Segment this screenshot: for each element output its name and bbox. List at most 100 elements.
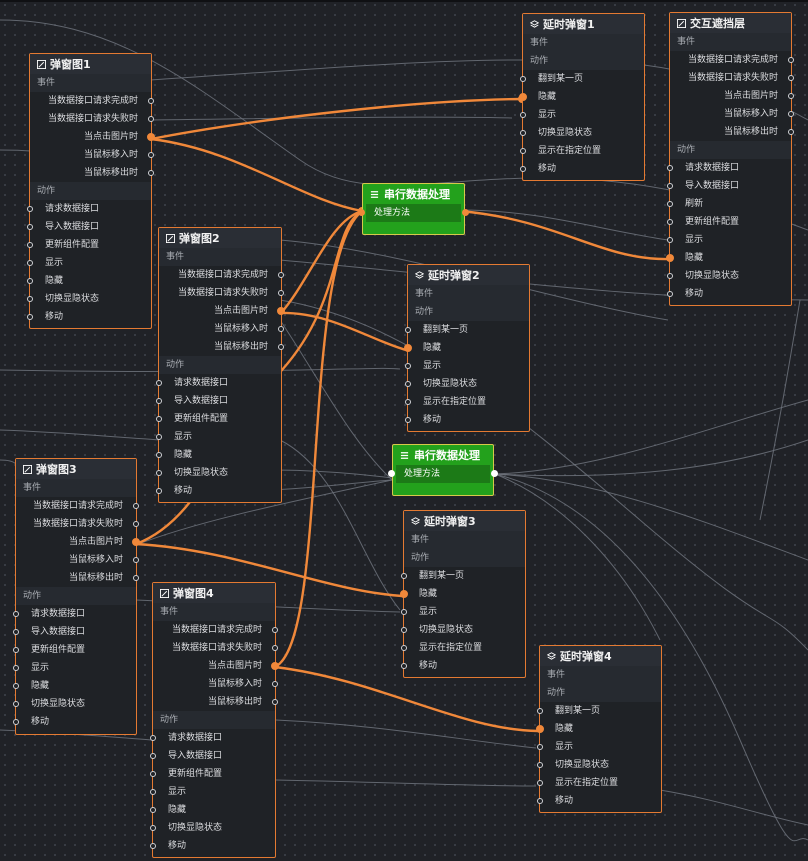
input-port[interactable] bbox=[156, 470, 162, 476]
serial-node-1-header[interactable]: 串行数据处理 bbox=[363, 184, 464, 204]
event-row[interactable]: 当数据接口请求完成时 bbox=[670, 51, 794, 69]
input-port[interactable] bbox=[537, 798, 543, 804]
output-port[interactable] bbox=[133, 575, 139, 581]
input-port[interactable] bbox=[27, 278, 33, 284]
input-port[interactable] bbox=[401, 573, 407, 579]
input-port[interactable] bbox=[537, 744, 543, 750]
input-port[interactable] bbox=[405, 363, 411, 369]
popup-node-4[interactable]: 弹窗图4 事件 当数据接口请求完成时 当数据接口请求失败时 当点击图片时 当鼠标… bbox=[150, 582, 279, 858]
event-row[interactable]: 当鼠标移入时 bbox=[670, 105, 794, 123]
interaction-mask-header[interactable]: 交互遮挡层 bbox=[670, 13, 791, 33]
action-row[interactable]: 移动 bbox=[405, 411, 529, 429]
input-port[interactable] bbox=[520, 166, 526, 172]
interaction-mask-node[interactable]: 交互遮挡层 事件 当数据接口请求完成时 当数据接口请求失败时 当点击图片时 当鼠… bbox=[666, 12, 794, 306]
action-row[interactable]: 翻到某一页 bbox=[405, 321, 529, 339]
input-port[interactable] bbox=[13, 647, 19, 653]
output-port[interactable] bbox=[271, 662, 279, 670]
event-row[interactable]: 当鼠标移出时 bbox=[30, 164, 154, 182]
input-port[interactable] bbox=[156, 488, 162, 494]
output-port[interactable] bbox=[147, 133, 155, 141]
input-port[interactable] bbox=[400, 590, 408, 598]
output-port[interactable] bbox=[462, 209, 469, 216]
action-row[interactable]: 隐藏 bbox=[404, 339, 529, 357]
input-port[interactable] bbox=[150, 735, 156, 741]
action-row[interactable]: 切换显隐状态 bbox=[27, 290, 151, 308]
action-row[interactable]: 更新组件配置 bbox=[27, 236, 151, 254]
output-port[interactable] bbox=[278, 272, 284, 278]
action-row[interactable]: 导入数据接口 bbox=[156, 392, 281, 410]
input-port[interactable] bbox=[13, 683, 19, 689]
serial-node-2-header[interactable]: 串行数据处理 bbox=[393, 445, 493, 465]
input-port[interactable] bbox=[401, 609, 407, 615]
action-row[interactable]: 显示 bbox=[27, 254, 151, 272]
popup-node-3-header[interactable]: 弹窗图3 bbox=[16, 459, 136, 479]
action-row[interactable]: 翻到某一页 bbox=[401, 567, 525, 585]
input-port[interactable] bbox=[27, 260, 33, 266]
popup-node-1-header[interactable]: 弹窗图1 bbox=[30, 54, 151, 74]
input-port[interactable] bbox=[156, 380, 162, 386]
action-row[interactable]: 隐藏 bbox=[27, 272, 151, 290]
input-port[interactable] bbox=[537, 780, 543, 786]
input-port[interactable] bbox=[667, 291, 673, 297]
action-row[interactable]: 显示在指定位置 bbox=[520, 142, 644, 160]
output-port[interactable] bbox=[132, 538, 140, 546]
event-row[interactable]: 当点击图片时 bbox=[153, 657, 279, 675]
input-port[interactable] bbox=[536, 725, 544, 733]
popup-node-1[interactable]: 弹窗图1 事件 当数据接口请求完成时 当数据接口请求失败时 当点击图片时 当鼠标… bbox=[27, 53, 155, 329]
action-row[interactable]: 移动 bbox=[150, 837, 275, 855]
delay-popup-node-4[interactable]: 延时弹窗4 事件 动作 翻到某一页 隐藏 显示 切换显隐状态 显示在指定位置 移… bbox=[536, 645, 662, 813]
action-row[interactable]: 隐藏 bbox=[400, 585, 525, 603]
input-port[interactable] bbox=[401, 627, 407, 633]
action-row[interactable]: 隐藏 bbox=[150, 801, 275, 819]
event-row[interactable]: 当点击图片时 bbox=[16, 533, 140, 551]
popup-node-2-header[interactable]: 弹窗图2 bbox=[159, 228, 281, 248]
input-port[interactable] bbox=[667, 237, 673, 243]
process-method-row[interactable]: 处理方法 bbox=[358, 204, 469, 222]
event-row[interactable]: 当鼠标移入时 bbox=[30, 146, 154, 164]
input-port[interactable] bbox=[13, 719, 19, 725]
action-row[interactable]: 显示 bbox=[537, 738, 661, 756]
event-row[interactable]: 当鼠标移入时 bbox=[16, 551, 139, 569]
event-row[interactable]: 当数据接口请求失败时 bbox=[16, 515, 139, 533]
delay-popup-node-3-header[interactable]: 延时弹窗3 bbox=[404, 511, 525, 531]
output-port[interactable] bbox=[277, 307, 285, 315]
input-port[interactable] bbox=[150, 789, 156, 795]
input-port[interactable] bbox=[27, 206, 33, 212]
action-row[interactable]: 请求数据接口 bbox=[150, 729, 275, 747]
output-port[interactable] bbox=[133, 521, 139, 527]
action-row[interactable]: 移动 bbox=[667, 285, 791, 303]
output-port[interactable] bbox=[148, 98, 154, 104]
input-port[interactable] bbox=[13, 665, 19, 671]
action-row[interactable]: 隐藏 bbox=[13, 677, 136, 695]
action-row[interactable]: 切换显隐状态 bbox=[13, 695, 136, 713]
output-port[interactable] bbox=[133, 557, 139, 563]
output-port[interactable] bbox=[278, 290, 284, 296]
input-port[interactable] bbox=[667, 219, 673, 225]
event-row[interactable]: 当数据接口请求失败时 bbox=[153, 639, 278, 657]
action-row[interactable]: 请求数据接口 bbox=[13, 605, 136, 623]
action-row[interactable]: 更新组件配置 bbox=[150, 765, 275, 783]
action-row[interactable]: 切换显隐状态 bbox=[401, 621, 525, 639]
input-port[interactable] bbox=[27, 242, 33, 248]
input-port[interactable] bbox=[667, 165, 673, 171]
action-row[interactable]: 导入数据接口 bbox=[27, 218, 151, 236]
action-row[interactable]: 显示 bbox=[401, 603, 525, 621]
input-port[interactable] bbox=[405, 327, 411, 333]
event-row[interactable]: 当数据接口请求失败时 bbox=[159, 284, 284, 302]
delay-popup-node-1-header[interactable]: 延时弹窗1 bbox=[523, 14, 644, 34]
output-port[interactable] bbox=[788, 75, 794, 81]
action-row[interactable]: 更新组件配置 bbox=[13, 641, 136, 659]
action-row[interactable]: 更新组件配置 bbox=[667, 213, 791, 231]
event-row[interactable]: 当数据接口请求完成时 bbox=[30, 92, 154, 110]
action-row[interactable]: 移动 bbox=[156, 482, 281, 500]
action-row[interactable]: 刷新 bbox=[667, 195, 791, 213]
input-port[interactable] bbox=[405, 399, 411, 405]
output-port[interactable] bbox=[133, 503, 139, 509]
popup-node-2[interactable]: 弹窗图2 事件 当数据接口请求完成时 当数据接口请求失败时 当点击图片时 当鼠标… bbox=[156, 227, 285, 503]
action-row[interactable]: 隐藏 bbox=[156, 446, 281, 464]
event-row[interactable]: 当点击图片时 bbox=[30, 128, 155, 146]
action-row[interactable]: 显示 bbox=[150, 783, 275, 801]
input-port[interactable] bbox=[156, 434, 162, 440]
event-row[interactable]: 当点击图片时 bbox=[159, 302, 285, 320]
output-port[interactable] bbox=[278, 326, 284, 332]
